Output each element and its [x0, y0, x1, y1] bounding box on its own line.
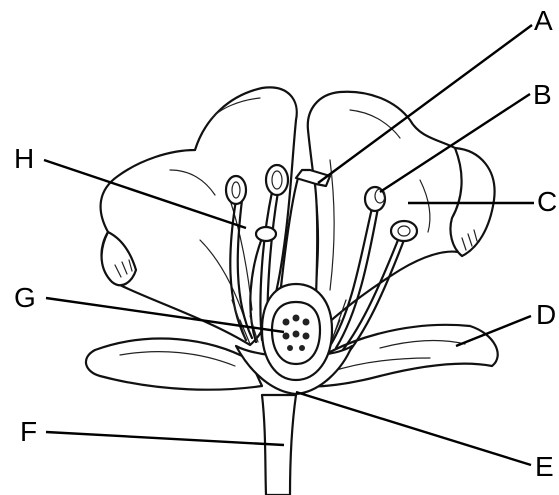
label-d: D	[536, 300, 556, 330]
leader-e	[296, 392, 531, 465]
label-g: G	[14, 283, 36, 313]
label-b: B	[533, 80, 552, 110]
label-e: E	[535, 452, 554, 482]
leader-f	[46, 432, 284, 445]
label-f: F	[20, 417, 37, 447]
label-h: H	[14, 144, 34, 174]
label-c: C	[537, 187, 557, 217]
label-a: A	[534, 6, 553, 36]
